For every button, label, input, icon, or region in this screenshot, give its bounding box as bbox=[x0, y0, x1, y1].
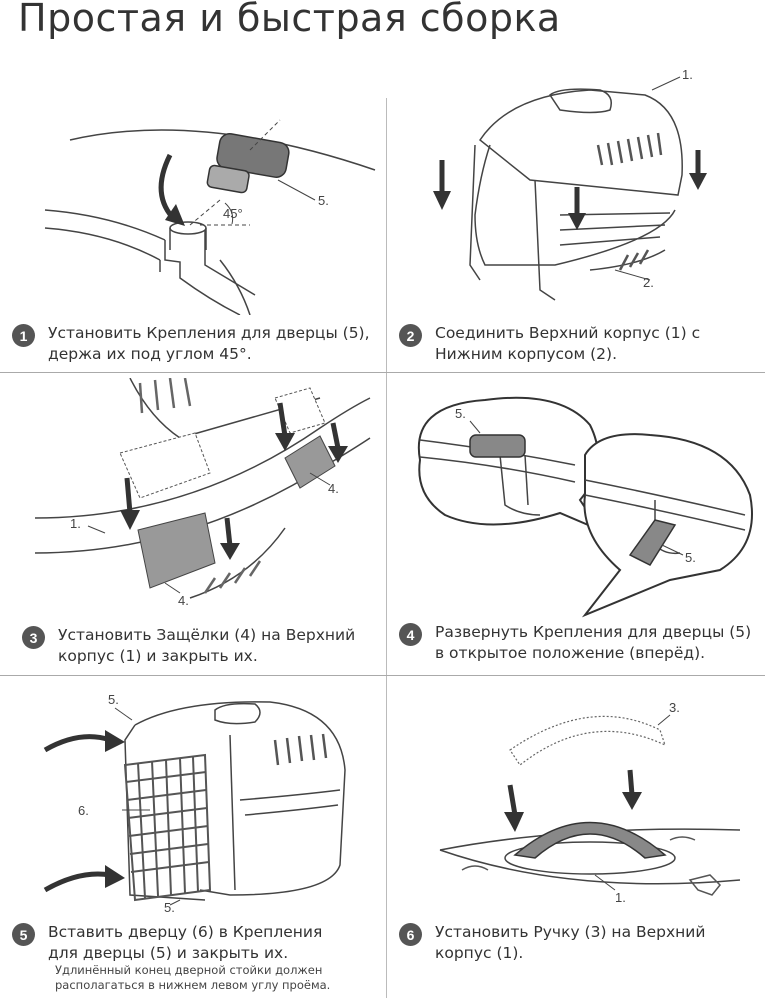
label-part-1: 1. bbox=[615, 890, 626, 905]
step-4-text: Развернуть Крепления для дверцы (5) в от… bbox=[435, 622, 761, 664]
step-3-caption: 3 Установить Защёлки (4) на Верхний корп… bbox=[22, 625, 384, 667]
label-part-1: 1. bbox=[682, 67, 693, 82]
vertical-divider bbox=[386, 98, 387, 998]
label-part-5: 5. bbox=[318, 193, 329, 208]
label-part-6: 6. bbox=[78, 803, 89, 818]
page-title: Простая и быстрая сборка bbox=[18, 0, 561, 40]
step-5-text: Вставить дверцу (6) в Крепления для двер… bbox=[48, 922, 348, 964]
step-4-caption: 4 Развернуть Крепления для дверцы (5) в … bbox=[399, 622, 761, 664]
step-number-badge: 3 bbox=[22, 626, 45, 649]
label-part-5-right: 5. bbox=[685, 550, 696, 565]
illustration-step-4: 5. 5. bbox=[400, 385, 760, 620]
label-part-4-bottom: 4. bbox=[178, 593, 189, 608]
step-6-text: Установить Ручку (3) на Верхний корпус (… bbox=[435, 922, 755, 964]
illustration-step-2: 1. 2. bbox=[420, 65, 720, 315]
illustration-step-1: 45° 5. bbox=[40, 100, 380, 315]
step-2-text: Соединить Верхний корпус (1) с Нижним ко… bbox=[435, 323, 725, 365]
label-part-5-left: 5. bbox=[455, 406, 466, 421]
step-number-badge: 6 bbox=[399, 923, 422, 946]
label-part-5-top: 5. bbox=[108, 692, 119, 707]
label-45-deg: 45° bbox=[223, 206, 243, 221]
step-1-caption: 1 Установить Крепления для дверцы (5), д… bbox=[12, 323, 372, 365]
illustration-step-5: 5. 6. 5. bbox=[40, 690, 370, 920]
step-2-caption: 2 Соединить Верхний корпус (1) с Нижним … bbox=[399, 323, 749, 365]
label-part-2: 2. bbox=[643, 275, 654, 290]
divider-row-1 bbox=[0, 372, 765, 373]
step-number-badge: 4 bbox=[399, 623, 422, 646]
step-number-badge: 1 bbox=[12, 324, 35, 347]
illustration-step-6: 3. 1. bbox=[420, 690, 760, 915]
label-part-5-bottom: 5. bbox=[164, 900, 175, 915]
illustration-step-3: 1. 4. 4. bbox=[30, 378, 375, 608]
step-1-text: Установить Крепления для дверцы (5), дер… bbox=[48, 323, 372, 365]
step-number-badge: 2 bbox=[399, 324, 422, 347]
step-5-note: Удлинённый конец дверной стойки должен р… bbox=[55, 963, 375, 993]
step-number-badge: 5 bbox=[12, 923, 35, 946]
label-part-3: 3. bbox=[669, 700, 680, 715]
label-part-4-right: 4. bbox=[328, 481, 339, 496]
step-3-text: Установить Защёлки (4) на Верхний корпус… bbox=[58, 625, 384, 667]
step-5-caption: 5 Вставить дверцу (6) в Крепления для дв… bbox=[12, 922, 382, 964]
step-6-caption: 6 Установить Ручку (3) на Верхний корпус… bbox=[399, 922, 761, 964]
label-part-1: 1. bbox=[70, 516, 81, 531]
divider-row-2 bbox=[0, 675, 765, 676]
